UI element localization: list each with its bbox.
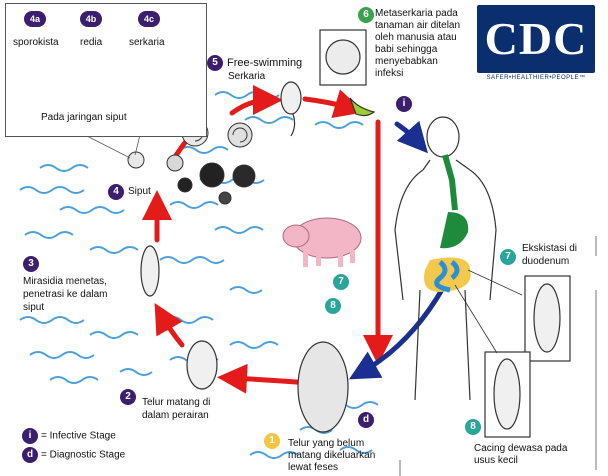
diagnostic-marker: d xyxy=(358,412,374,428)
stage-7-badge: 7 xyxy=(500,249,516,265)
infective-marker: i xyxy=(396,96,412,112)
stage-5-label: Serkaria xyxy=(228,71,265,83)
legend-infective: i= Infective Stage xyxy=(22,428,116,444)
stage-6-line-2: tanaman air ditelan xyxy=(375,20,460,32)
stage-1-badge: 1 xyxy=(264,433,280,449)
logo-tagline: SAFER•HEALTHIER•PEOPLE™ xyxy=(477,75,595,81)
stage-6-line-5: menyebabkan xyxy=(375,56,438,68)
stage-2-badge: 2 xyxy=(120,389,136,405)
label-sporokista: sporokista xyxy=(13,37,59,49)
stage-6-line-3: oleh manusia atau xyxy=(375,32,457,44)
stage-4c-badge: 4c xyxy=(138,11,160,27)
stage-6-line-1: Metaserkaria pada xyxy=(375,8,458,20)
stage-5-title: Free-swimming xyxy=(227,57,302,69)
pig-stage-8-badge: 8 xyxy=(325,298,341,314)
legend-infective-label: = Infective Stage xyxy=(41,431,116,442)
stage-8-line-1: Cacing dewasa pada xyxy=(474,443,567,455)
stage-3-line-1: Mirasidia menetas, xyxy=(23,276,107,288)
stage-1-line-2: matang dikeluarkan xyxy=(288,450,375,462)
stage-6-line-4: babi sehingga xyxy=(375,44,437,56)
legend-diagnostic-icon: d xyxy=(22,447,38,463)
stage-4-label: Siput xyxy=(128,186,151,198)
pig-stage-7-badge: 7 xyxy=(333,274,349,290)
pig-illustration xyxy=(283,218,361,267)
stage-3-line-2: penetrasi ke dalam xyxy=(23,289,108,301)
label-serkaria: serkaria xyxy=(129,37,165,49)
stage-4a-badge: 4a xyxy=(24,11,46,27)
stage-8-line-2: usus kecil xyxy=(474,455,518,467)
stage-2-line-2: dalam perairan xyxy=(142,410,209,422)
stage-2-line-1: Telur matang di xyxy=(142,397,210,409)
human-arrows xyxy=(362,124,443,372)
stage-4-badge: 4 xyxy=(108,184,124,200)
stage-7-line-1: Ekskistasi di xyxy=(522,243,577,255)
stage-5-badge: 5 xyxy=(207,55,223,71)
box-caption: Pada jaringan siput xyxy=(41,112,127,124)
stage-3-badge: 3 xyxy=(23,256,39,272)
label-redia: redia xyxy=(80,37,102,49)
legend-diagnostic: d= Diagnostic Stage xyxy=(22,447,125,463)
legend-infective-icon: i xyxy=(22,428,38,444)
stage-8-badge: 8 xyxy=(465,419,481,435)
stage-1-line-3: lewat feses xyxy=(288,462,338,474)
stage-7-line-2: duodenum xyxy=(522,256,569,268)
stage-3-line-3: siput xyxy=(23,302,44,314)
stage-1-line-1: Telur yang belum xyxy=(288,438,364,450)
logo-text: CDC xyxy=(477,13,595,65)
stage-6-line-6: infeksi xyxy=(375,68,403,80)
digestive-tract xyxy=(424,155,471,292)
stage-6-badge: 6 xyxy=(358,7,374,23)
cdc-logo: CDC SAFER•HEALTHIER•PEOPLE™ xyxy=(477,5,595,85)
legend-diagnostic-label: = Diagnostic Stage xyxy=(41,450,125,461)
stage-4b-badge: 4b xyxy=(80,11,102,27)
